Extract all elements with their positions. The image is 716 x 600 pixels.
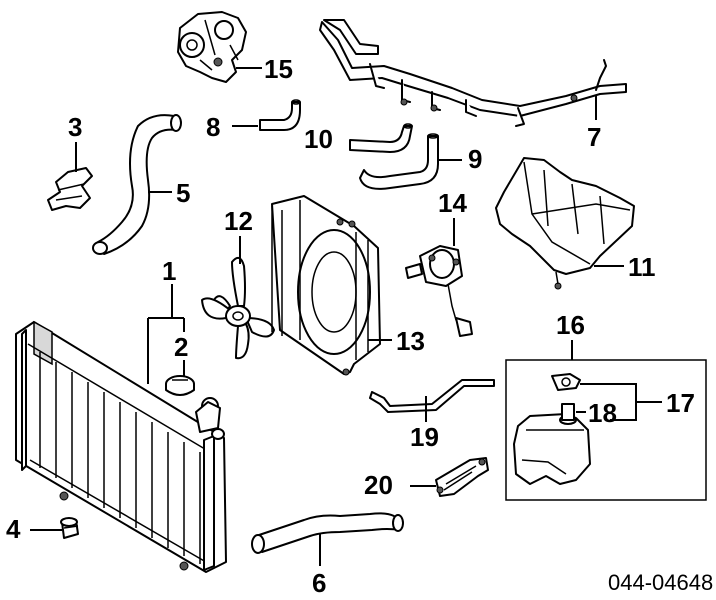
- callout-5: 5: [176, 178, 190, 208]
- part-fan-shroud: [271, 195, 381, 376]
- part-hose-9: [359, 133, 439, 190]
- part-radiator-cap: [165, 375, 195, 396]
- diagram-code: 044-04648: [608, 570, 713, 595]
- part-hose-10: [349, 123, 413, 153]
- part-pipe-19: [369, 379, 495, 413]
- callout-15: 15: [264, 54, 293, 84]
- part-drain-plug: [60, 517, 79, 539]
- callout-16: 16: [556, 310, 585, 340]
- callout-4: 4: [6, 514, 21, 544]
- part-upper-radiator-hose: [92, 114, 182, 255]
- callout-6: 6: [312, 568, 326, 598]
- callout-7: 7: [587, 122, 601, 152]
- callout-2: 2: [174, 332, 188, 362]
- callout-11: 11: [628, 252, 656, 282]
- part-bracket-20: [435, 457, 489, 497]
- part-cooling-fan: [201, 256, 275, 360]
- part-fan-shroud-panel: [495, 157, 635, 290]
- callout-8: 8: [206, 112, 220, 142]
- callout-14: 14: [438, 188, 467, 218]
- callout-10: 10: [304, 124, 333, 154]
- part-radiator: [15, 320, 227, 573]
- callout-18: 18: [588, 398, 617, 428]
- callout-13: 13: [396, 326, 425, 356]
- part-water-pump: [177, 11, 247, 83]
- part-fan-motor: [405, 245, 473, 337]
- part-bypass-pipe: [319, 19, 627, 127]
- part-bracket-3: [47, 167, 93, 211]
- callout-20: 20: [364, 470, 393, 500]
- callout-19: 19: [410, 422, 439, 452]
- callout-12: 12: [224, 206, 253, 236]
- callout-1: 1: [162, 256, 176, 286]
- part-lower-radiator-hose: [251, 512, 404, 554]
- part-reservoir-group: [505, 359, 707, 501]
- part-hose-8: [259, 99, 301, 131]
- callout-9: 9: [468, 144, 482, 174]
- callout-17: 17: [666, 388, 695, 418]
- callout-3: 3: [68, 112, 82, 142]
